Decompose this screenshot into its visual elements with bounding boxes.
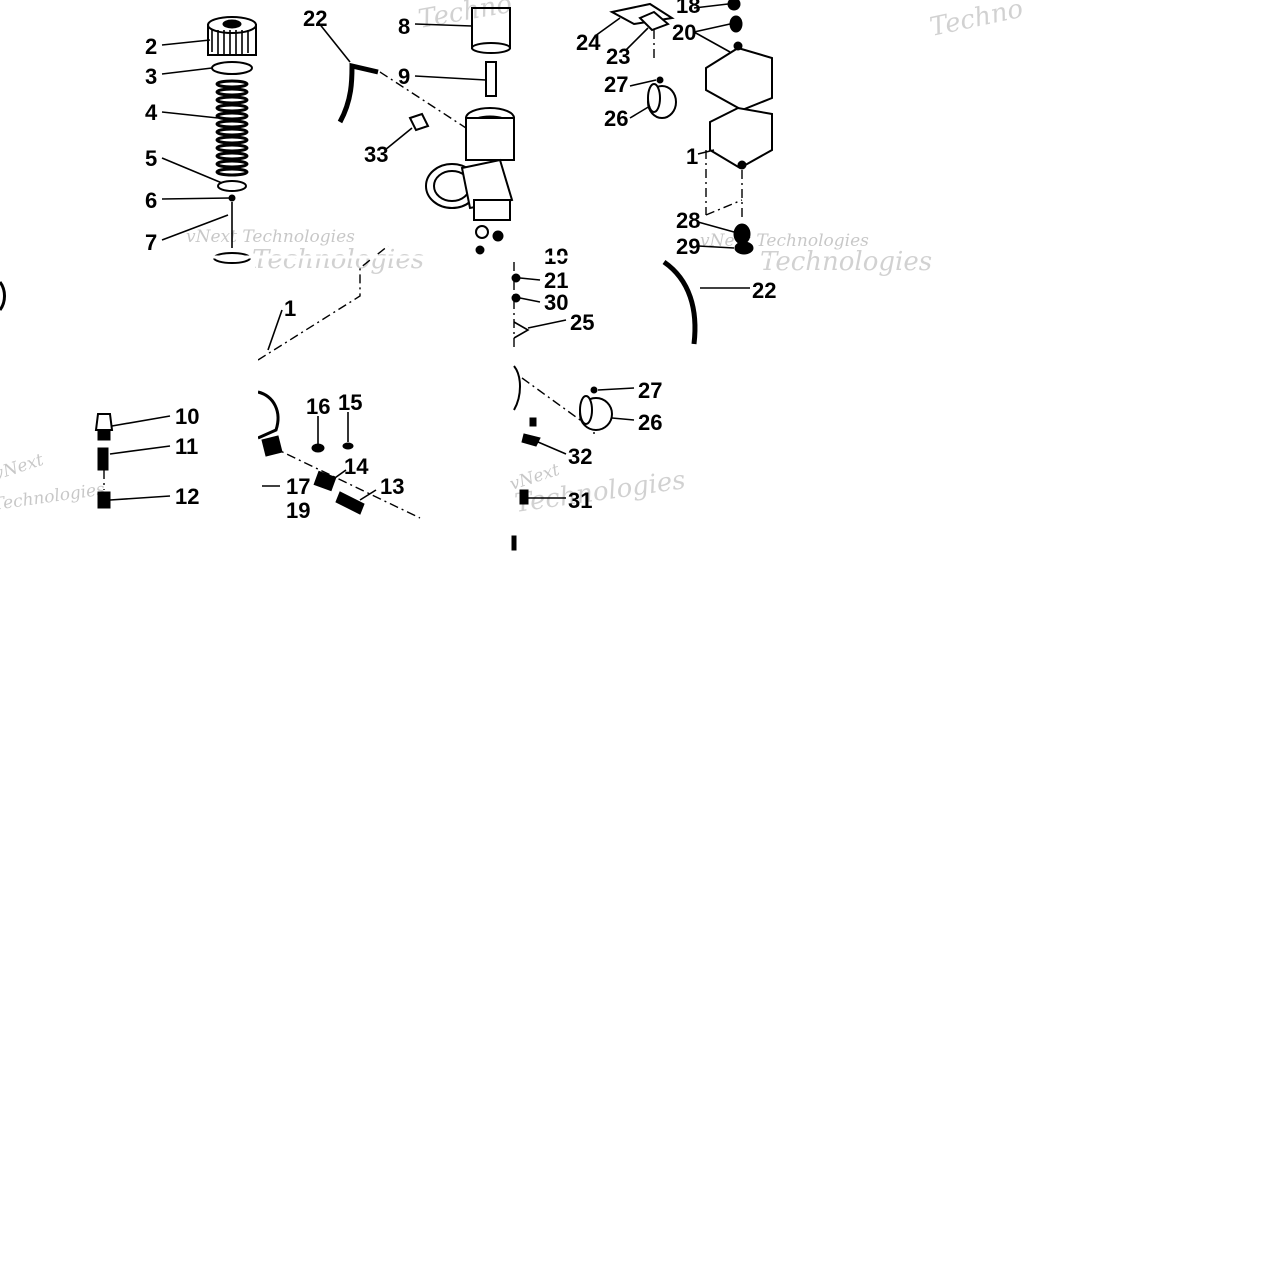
callout-label: 32 [568, 444, 592, 469]
watermark-text: vNext Technologies [700, 231, 869, 251]
callout-label: 1 [686, 144, 698, 169]
callout-label: 17 [286, 474, 310, 499]
callout-label: 20 [672, 20, 696, 45]
callout-label: 8 [398, 14, 410, 39]
callout-label: 15 [338, 390, 362, 415]
callout-label: 31 [568, 488, 592, 513]
cap-part [207, 16, 257, 56]
callout-label: 6 [145, 188, 157, 213]
vent-tube-part [662, 259, 698, 345]
watermark-text: vNext [0, 450, 46, 485]
callout-label: 19 [286, 498, 310, 523]
callout-label: 7 [145, 230, 157, 255]
callout-label: 23 [606, 44, 630, 69]
needle-part [485, 61, 497, 97]
callout-label: 22 [752, 278, 776, 303]
callout-label: 12 [175, 484, 199, 509]
callout-label: 25 [570, 310, 594, 335]
callout-label: 9 [398, 64, 410, 89]
spring-small-part [313, 470, 337, 492]
float-bowl-part [705, 41, 773, 170]
callout-label: 18 [676, 0, 700, 18]
callout-label: 26 [604, 106, 628, 131]
vent-tube-part [337, 62, 379, 124]
tile-float-bowl: 18 20 24 23 27 26 1 28 29 vNext Technolo… [576, 0, 932, 277]
callout-label: 26 [638, 410, 662, 435]
watermark-text: Technologies [252, 245, 424, 275]
washer-part [211, 61, 253, 75]
tile-float-side: 19 21 30 25 27 26 32 31 22 vNext Technol… [507, 244, 776, 551]
spring-part [215, 79, 249, 177]
callout-label: 4 [145, 100, 158, 125]
throttle-slide-part [471, 7, 511, 49]
watermark-text: Technologies [760, 247, 932, 277]
callout-label: 13 [380, 474, 404, 499]
main-jet-part [97, 491, 111, 509]
callout-label: 33 [364, 142, 388, 167]
callout-label: 24 [576, 30, 601, 55]
callout-label: 16 [306, 394, 330, 419]
watermark-text: vNext Technologies [186, 227, 355, 247]
callout-label: 21 [544, 268, 568, 293]
float-arm-part [638, 10, 670, 32]
spring-seat-part [217, 180, 247, 192]
pilot-air-screw-part [335, 491, 365, 515]
callout-label: 28 [676, 208, 700, 233]
tile-carb-body: 22 8 9 33 Techno [303, 0, 515, 255]
callout-label: 27 [604, 72, 628, 97]
callout-label: 22 [303, 6, 327, 31]
adjust-screw-part [408, 112, 430, 132]
callout-label: 10 [175, 404, 199, 429]
callout-label: 14 [344, 454, 369, 479]
callout-label: 27 [638, 378, 662, 403]
jet-holder-part [97, 447, 109, 471]
carb-corner-part [257, 390, 280, 440]
o-ring-part [311, 443, 325, 453]
watermark-text: Technologies [0, 479, 106, 515]
tile-air-screw: 1 16 15 14 17 13 19 [257, 245, 421, 523]
callout-label: 30 [544, 290, 568, 315]
callout-label: 1 [284, 296, 296, 321]
callout-label: 29 [676, 234, 700, 259]
callout-label: 11 [175, 434, 198, 459]
carburetor-body-part [425, 107, 515, 255]
watermark-text: Techno [927, 0, 1026, 43]
callout-label: 2 [145, 34, 157, 59]
callout-label: 3 [145, 64, 157, 89]
callout-label: 5 [145, 146, 157, 171]
tile-pilot-jet: 10 11 12 vNext Technologies [0, 281, 199, 515]
jet-part [94, 413, 114, 431]
